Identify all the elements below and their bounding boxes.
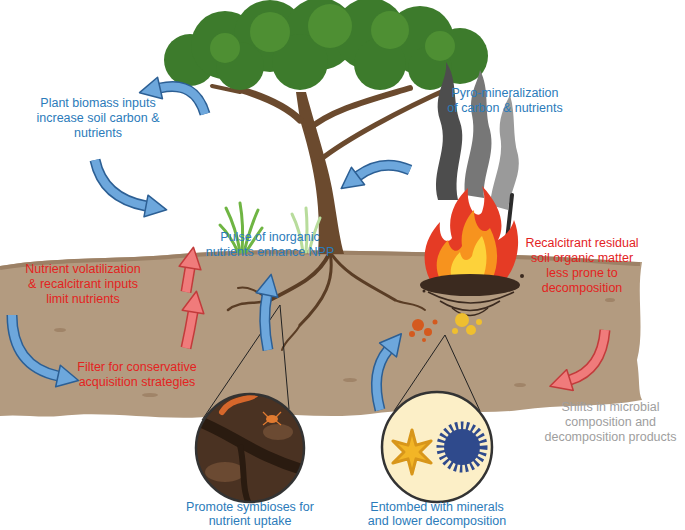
- process-arrow: [12, 315, 58, 376]
- annotation-text: Recalcitrant residual soil organic matte…: [524, 236, 640, 296]
- splotch: [455, 313, 469, 327]
- branch: [308, 88, 410, 130]
- flame-outer: [425, 186, 519, 280]
- bacterium: [444, 429, 480, 465]
- zoom-line: [280, 305, 289, 409]
- fungal-microbe: [393, 430, 431, 474]
- root-section: [190, 418, 310, 472]
- microbe-detail: [380, 390, 495, 505]
- canopy-highlight: [210, 33, 240, 63]
- smoke-plume: [436, 62, 462, 200]
- circle-border: [196, 394, 304, 502]
- splotch: [452, 328, 458, 334]
- process-arrow: [186, 312, 193, 348]
- canopy-highlight: [425, 31, 455, 61]
- arrow-outline: [186, 312, 193, 348]
- heat-rings: [428, 292, 514, 316]
- ember: [520, 274, 524, 278]
- circle-caption: Entombed with minerals and lower decompo…: [362, 500, 512, 528]
- zoom-circle: Promote symbioses for nutrient uptake: [194, 392, 306, 504]
- circle-outline: [380, 390, 494, 504]
- soil-speck: [142, 393, 158, 397]
- soil-patch: [205, 462, 245, 482]
- root: [330, 252, 395, 300]
- mite-legs: [263, 412, 281, 425]
- annotation-text: Filter for conservative acquisition stra…: [75, 360, 199, 390]
- organic-matter: [409, 313, 482, 342]
- annotation-text: Pulse of inorganic nutrients enhance NPP: [202, 230, 338, 260]
- splotch: [424, 328, 432, 336]
- arrow-outline: [376, 350, 388, 410]
- soil-background: [190, 390, 310, 510]
- splotch: [433, 320, 438, 325]
- arrow-outline: [358, 165, 410, 176]
- canopy-highlight: [250, 12, 290, 52]
- flame-middle: [437, 210, 497, 280]
- flame-inner: [451, 236, 487, 280]
- root: [395, 300, 425, 310]
- arrow-outline: [12, 315, 58, 376]
- soil-speck: [343, 378, 357, 382]
- grass-tuft: [220, 203, 262, 252]
- arrow-outline: [265, 295, 268, 350]
- branch: [235, 88, 300, 120]
- tree-roots: [228, 252, 425, 350]
- canopy-highlights: [210, 4, 455, 63]
- bacterium-spikes: [441, 426, 483, 468]
- arrow-outline: [570, 330, 605, 380]
- mineral-background: [380, 390, 495, 505]
- root: [282, 325, 300, 350]
- annotation-text: Pyro-mineralization of carbon & nutrient…: [446, 86, 564, 116]
- soil-speck: [54, 328, 66, 332]
- circle-caption: Promote symbioses for nutrient uptake: [175, 500, 325, 528]
- process-arrow: [376, 350, 388, 410]
- tree-canopy: [164, 0, 488, 90]
- splotch: [422, 338, 426, 342]
- soil-speck: [605, 298, 615, 302]
- process-arrow: [265, 295, 268, 350]
- splotch: [412, 319, 424, 331]
- circle-outline: [194, 392, 306, 504]
- grass-blade: [240, 203, 243, 252]
- arrow-outline: [160, 86, 205, 114]
- root: [300, 252, 331, 325]
- process-arrow: [358, 165, 410, 176]
- annotation-text: Nutrient volatilization & recalcitrant i…: [24, 262, 142, 307]
- soil-layer: [0, 250, 642, 418]
- mite-leg: [276, 412, 281, 417]
- annotation-text: Plant biomass inputs increase soil carbo…: [22, 96, 174, 141]
- process-arrow: [186, 268, 190, 292]
- splotch: [409, 331, 415, 337]
- heat-ring: [452, 308, 488, 316]
- mite-leg: [276, 421, 281, 425]
- root: [270, 252, 330, 300]
- annotation-text: Shifts in microbial composition and deco…: [540, 400, 681, 445]
- mite-leg: [263, 412, 268, 417]
- arrow-outline: [95, 160, 146, 206]
- tree-trunk: [296, 92, 344, 254]
- canopy-highlight: [308, 4, 352, 48]
- soil-patch: [263, 424, 293, 440]
- splotch: [476, 319, 482, 325]
- branch: [320, 88, 450, 160]
- soil-speck: [514, 383, 526, 387]
- burn-pit: [420, 274, 520, 296]
- arrow-outline: [186, 268, 190, 292]
- circle-border: [382, 392, 492, 502]
- tree-branches: [212, 86, 450, 160]
- mite-leg: [263, 421, 268, 425]
- rhizosphere-detail: [190, 390, 310, 510]
- process-arrow: [570, 330, 605, 380]
- zoom-circle: Entombed with minerals and lower decompo…: [380, 390, 494, 504]
- splotch: [466, 325, 476, 335]
- process-arrow: [95, 160, 146, 206]
- canopy-highlight: [371, 11, 409, 49]
- process-arrows: [12, 86, 605, 410]
- process-arrow: [160, 86, 205, 114]
- ember: [423, 290, 426, 293]
- heat-ring: [440, 301, 500, 311]
